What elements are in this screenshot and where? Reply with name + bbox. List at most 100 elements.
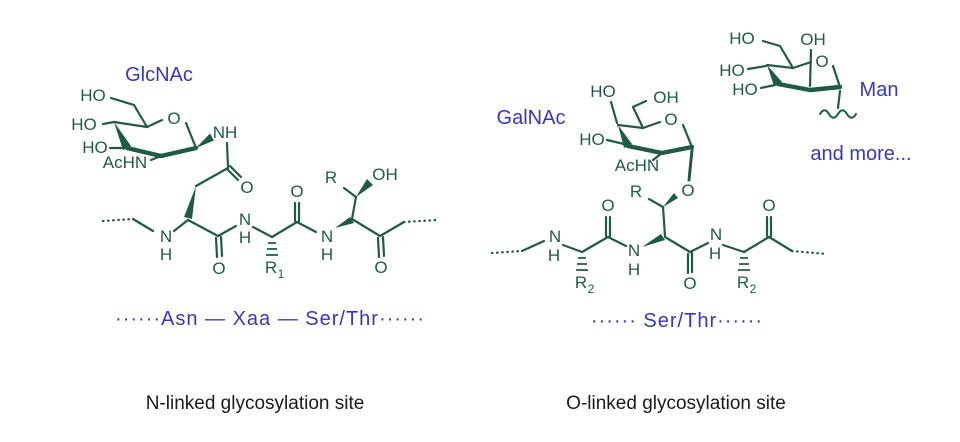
wedge-bond <box>196 133 214 148</box>
wedge-bond <box>642 234 665 247</box>
hashed-bond <box>576 257 588 271</box>
glcnac-sugar-ring: HO O HO HO AcHN NH <box>71 86 237 172</box>
o-linked-caption: O-linked glycosylation site <box>566 393 786 414</box>
bond <box>808 48 813 88</box>
wedge-bond <box>184 186 196 219</box>
ser-r-label: R <box>325 168 337 187</box>
achn-label: AcHN <box>103 153 147 172</box>
wedge-bond <box>356 179 373 197</box>
bond <box>295 220 318 234</box>
oh-c2-axial-label: OH <box>800 30 826 49</box>
glcnac-label: GlcNAc <box>125 64 193 86</box>
ho-c6-label: HO <box>80 86 106 105</box>
ho-c3-label: HO <box>82 138 108 157</box>
ho-c4-label: HO <box>71 115 97 134</box>
bond <box>376 236 381 259</box>
ser-oh-label: OH <box>372 165 398 184</box>
bond <box>761 39 795 70</box>
o-linked-structure: GalNAc HO OH O HO AcHN O R <box>490 29 912 332</box>
bond <box>184 121 198 150</box>
backbone-h3-label: H <box>709 244 721 263</box>
bond <box>647 197 665 209</box>
dotted-chain-bond <box>402 218 440 224</box>
bond <box>214 236 219 259</box>
r2a-subscript: 2 <box>588 282 595 296</box>
bond <box>746 64 768 71</box>
bond <box>765 63 795 70</box>
ho-c4-label: HO <box>719 61 745 80</box>
bond <box>641 120 662 130</box>
carbonyl-o1-label: O <box>212 259 225 278</box>
achn-label: AcHN <box>615 156 659 175</box>
bond <box>101 120 116 126</box>
bond <box>520 239 546 253</box>
bond <box>580 235 610 254</box>
carbonyl-o2-label: O <box>683 274 696 293</box>
asn-side-chain: O <box>184 141 254 219</box>
backbone-n1-label: N <box>549 227 561 246</box>
r1-subscript: 1 <box>278 267 285 281</box>
bond <box>606 235 628 248</box>
r2b-label: R <box>737 273 749 292</box>
bond <box>609 100 619 125</box>
bond <box>605 138 626 146</box>
backbone-h1-label: H <box>548 246 560 265</box>
hashed-bond <box>738 257 750 271</box>
backbone-n3-label: N <box>710 225 722 244</box>
ho-c3-label: HO <box>579 130 605 149</box>
backbone-n3-label: N <box>321 227 333 246</box>
dotted-chain-bond <box>101 217 135 223</box>
ring-o-label: O <box>815 52 828 71</box>
r1-label: R <box>265 258 277 277</box>
r2a-label: R <box>575 273 587 292</box>
ho-c6-label: HO <box>729 29 755 48</box>
backbone-n2-label: N <box>628 241 640 260</box>
bond <box>270 220 299 239</box>
bond <box>194 166 230 188</box>
bond <box>681 123 694 149</box>
carbonyl-o1-label: O <box>601 196 614 215</box>
backbone-h2-label: H <box>239 228 251 247</box>
ser-side-chain: R <box>630 182 678 238</box>
n-linked-sequence-label: ······Asn — Xaa — Ser/Thr······ <box>115 308 425 330</box>
bond <box>616 123 645 130</box>
ho-c3-label: HO <box>732 80 758 99</box>
glycosidic-o-label: O <box>681 181 694 200</box>
wedge-bond <box>618 125 632 148</box>
bond <box>109 96 149 129</box>
backbone-h3-label: H <box>321 245 333 264</box>
bond <box>216 224 238 238</box>
squiggle-bond <box>819 109 857 119</box>
galnac-sugar-ring: HO OH O HO AcHN O <box>579 82 694 200</box>
n-linked-peptide-backbone: N H O N H R 1 O N H R OH <box>101 165 440 281</box>
bond <box>350 195 358 221</box>
bond <box>149 154 163 162</box>
bond <box>721 243 746 254</box>
ser-r-label: R <box>630 182 642 201</box>
wedge-bond <box>767 65 782 86</box>
nh-link-label: NH <box>213 123 238 142</box>
n-linked-caption: N-linked glycosylation site <box>146 393 365 414</box>
bond <box>631 99 648 130</box>
and-more-note: and more... <box>810 143 911 165</box>
backbone-h2-label: H <box>628 260 640 279</box>
bond <box>378 220 406 238</box>
wedge-bond <box>114 122 131 150</box>
bond <box>791 60 813 70</box>
bond <box>687 148 694 182</box>
bond <box>663 235 692 254</box>
bond <box>651 151 664 162</box>
ho-c4-axial-label: HO <box>590 82 616 101</box>
bond <box>688 241 710 254</box>
dotted-chain-bond <box>790 249 829 256</box>
backbone-n1-label: N <box>160 227 172 246</box>
backbone-n2-label: N <box>239 210 251 229</box>
bond <box>225 141 230 170</box>
oh-c6-label: OH <box>653 88 679 107</box>
bond <box>225 167 240 182</box>
amide-o-label: O <box>240 178 253 197</box>
wedge-bond <box>663 193 678 207</box>
bond <box>145 118 164 129</box>
